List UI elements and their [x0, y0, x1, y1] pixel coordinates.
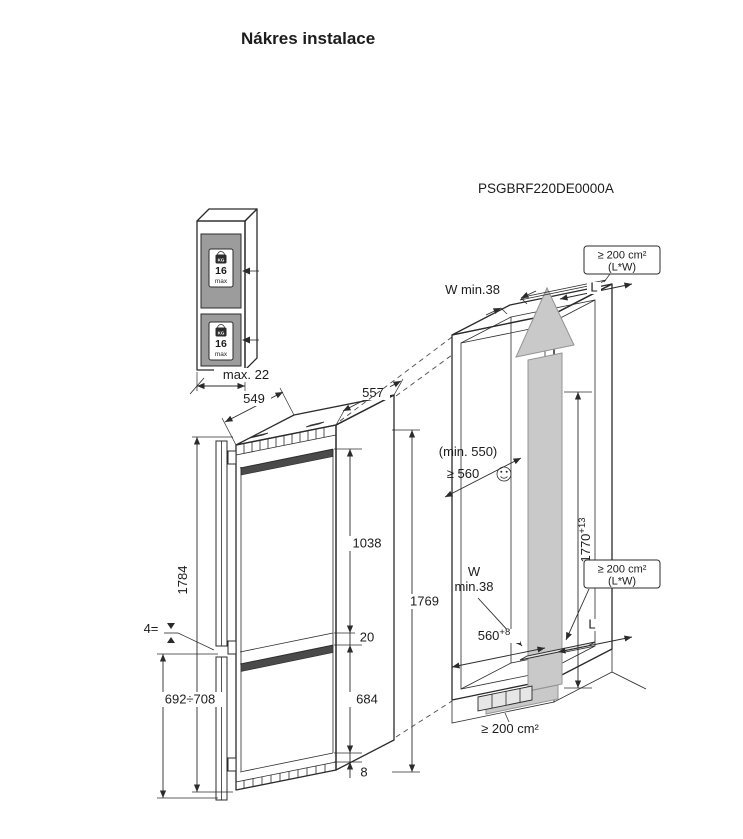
dim-692-708: 692÷708 — [165, 692, 216, 707]
svg-text:(L*W): (L*W) — [608, 262, 636, 274]
dim-20: 20 — [360, 630, 374, 645]
svg-text:≥ 200 cm²: ≥ 200 cm² — [598, 564, 647, 576]
top-hinge-cover — [305, 421, 325, 428]
dim-1770-13: 1770+13 — [577, 517, 593, 562]
dim-1784: 1784 — [175, 566, 190, 595]
svg-text:≥ 200 cm²: ≥ 200 cm² — [598, 250, 647, 262]
hinge — [227, 450, 237, 465]
dimension-door-chain: 1038 20 684 8 — [334, 448, 386, 780]
svg-text:KG: KG — [218, 331, 225, 336]
upper-weight-badge: KG 16 max — [208, 248, 234, 288]
dimension-557: 557 — [335, 378, 404, 426]
dimension-549: 549 — [221, 387, 295, 446]
bottom-vent-label: ≥ 200 cm² — [481, 712, 540, 736]
plinth-hatch — [243, 764, 326, 789]
svg-text:L: L — [588, 617, 595, 632]
model-number: PSGBRF220DE0000A — [478, 181, 614, 196]
dimension-560: 560+8 — [451, 627, 546, 669]
dim-4: 4= — [144, 621, 159, 636]
dimension-L-mid: L — [557, 617, 633, 654]
svg-text:L: L — [590, 280, 597, 295]
dimension-1784: 1784 — [175, 436, 233, 793]
dim-1038: 1038 — [353, 536, 382, 551]
upper-door-panel — [200, 233, 242, 309]
top-hinge-cover — [249, 432, 269, 439]
weight-icon: KG — [215, 251, 227, 264]
page-title: Nákres instalace — [241, 29, 375, 48]
svg-text:(L*W): (L*W) — [608, 576, 636, 588]
appliance-figure — [227, 394, 395, 791]
dim-1769: 1769 — [410, 594, 439, 609]
weight-icon: KG — [215, 324, 227, 337]
lower-weight-badge: KG 16 max — [208, 321, 234, 361]
niche-depth-labels: (min. 550) ≥ 560 — [439, 444, 522, 498]
dimension-panel-gap: 4= — [144, 621, 215, 651]
panel-thickness-dimension: max. 22 — [189, 367, 278, 395]
dim-557: 557 — [362, 385, 384, 400]
svg-text:max: max — [215, 278, 228, 285]
mid-vent-area-label: ≥ 200 cm² (L*W) — [565, 559, 661, 641]
top-vent-area-label: ≥ 200 cm² (L*W) — [583, 245, 661, 283]
top-vent-hatch — [243, 427, 325, 454]
plinth-vent-grille — [477, 685, 533, 712]
svg-text:max: max — [215, 351, 228, 358]
lower-door-handle — [240, 645, 334, 672]
dimension-692-708: 692÷708 — [157, 653, 223, 799]
dimension-top-clearance: W min.38 — [445, 282, 537, 316]
dimension-1769: 1769 — [392, 429, 444, 773]
dimension-L-top: L — [559, 280, 633, 301]
svg-text:16: 16 — [215, 265, 227, 277]
dim-ge-560: ≥ 560 — [447, 466, 479, 481]
dim-min-550: (min. 550) — [439, 444, 498, 459]
mini-fridge-figure: KG 16 max KG 16 max m — [189, 208, 278, 395]
dim-max-22: max. 22 — [223, 367, 269, 382]
svg-text:16: 16 — [215, 338, 227, 350]
upper-door-handle — [240, 449, 334, 476]
dim-w-min38-top: W min.38 — [445, 282, 500, 297]
dim-560-8: 560+8 — [478, 627, 511, 643]
svg-text:min.38: min.38 — [454, 579, 493, 594]
hinge — [227, 757, 237, 772]
panel-mount-arrow — [242, 267, 259, 344]
svg-text:W: W — [468, 564, 481, 579]
dim-549: 549 — [243, 391, 265, 406]
projection-lines — [339, 336, 453, 738]
dim-8: 8 — [360, 765, 367, 780]
dim-684: 684 — [356, 692, 378, 707]
svg-text:KG: KG — [218, 258, 225, 263]
hinge — [227, 640, 237, 655]
dim-200cm2-bottom: ≥ 200 cm² — [481, 721, 539, 736]
furniture-panels — [215, 440, 228, 801]
